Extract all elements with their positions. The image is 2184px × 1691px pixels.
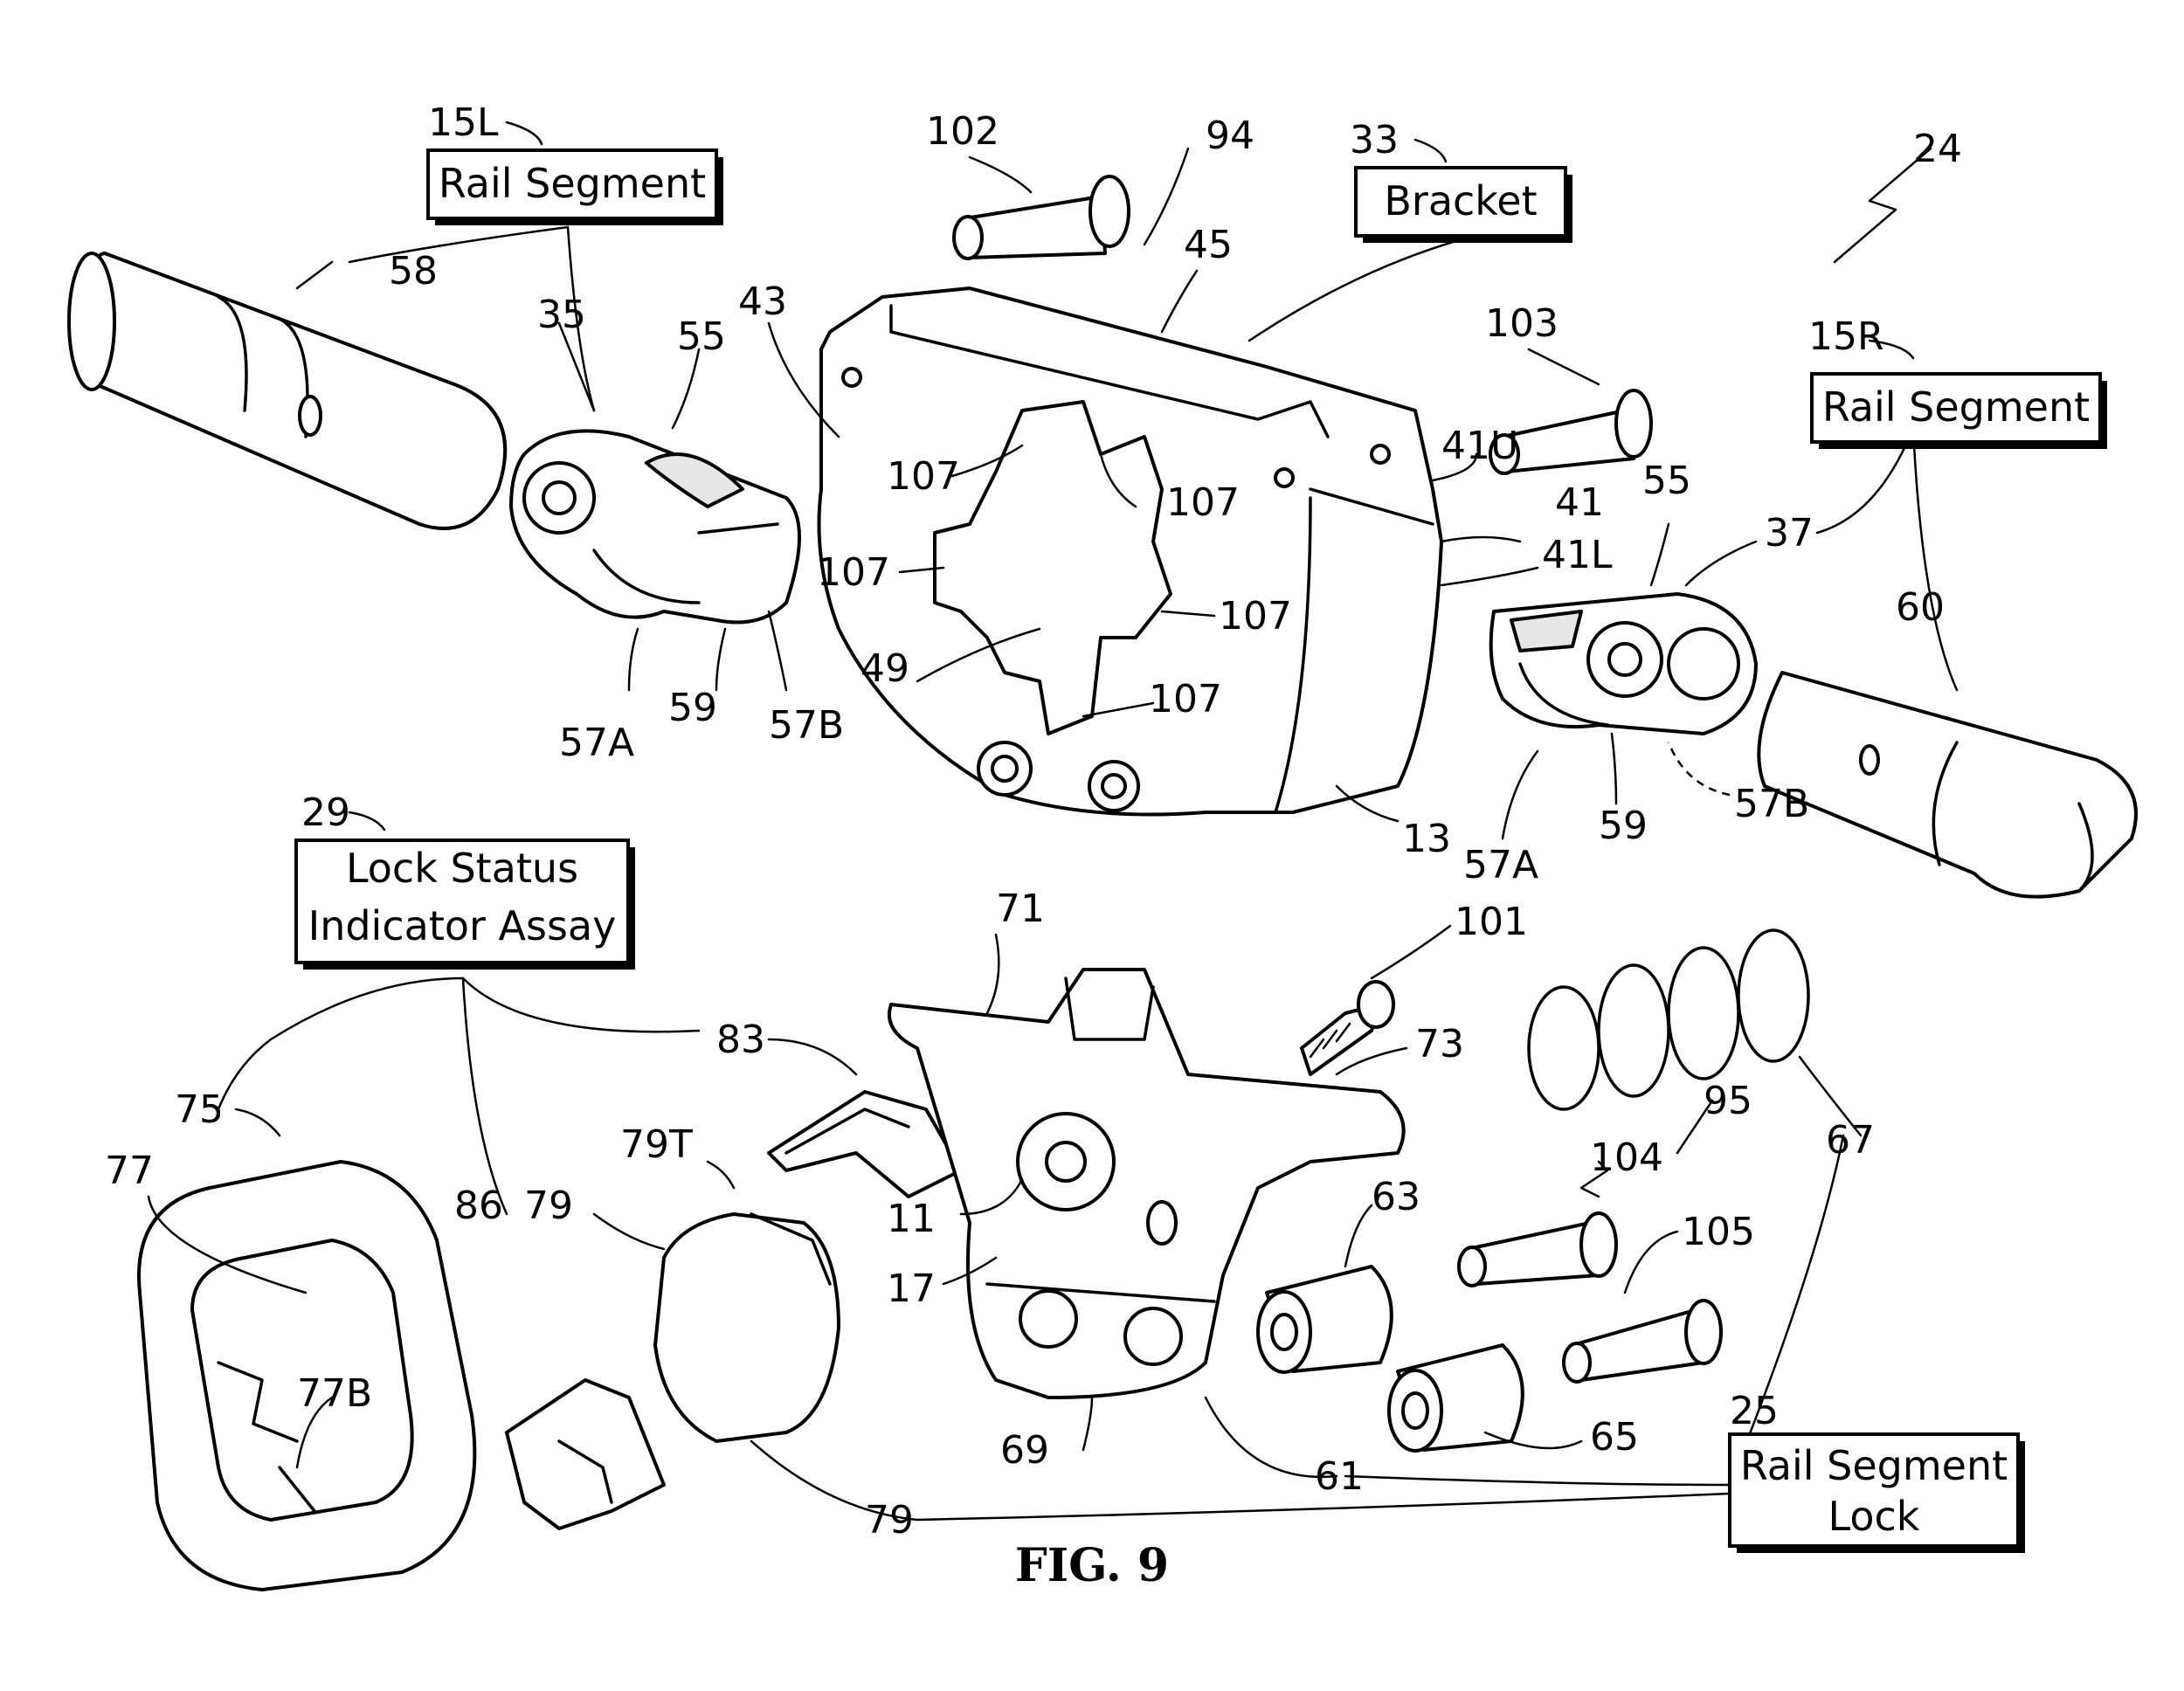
ref-61: 61 (1315, 1454, 1364, 1499)
ref-37: 37 (1765, 511, 1814, 556)
bracket-part (817, 286, 1443, 817)
boxed-label-bracket: Bracket (1354, 166, 1572, 243)
ref-75: 75 (175, 1087, 224, 1132)
ref-55b: 55 (1642, 459, 1691, 503)
ref-11: 11 (887, 1197, 936, 1241)
ref-60: 60 (1896, 585, 1945, 630)
svg-text:Rail Segment: Rail Segment (439, 160, 706, 207)
ref-94: 94 (1206, 114, 1254, 158)
ref-107e: 107 (1149, 677, 1222, 721)
ref-43: 43 (738, 280, 787, 324)
ref-25: 25 (1730, 1389, 1779, 1433)
ref-102: 102 (926, 109, 999, 154)
ref-77: 77 (105, 1149, 154, 1193)
ref-57Aa: 57A (559, 721, 634, 765)
ref-77B: 77B (297, 1371, 372, 1416)
lock-body-61 (888, 968, 1406, 1399)
svg-text:Rail Segment: Rail Segment (1822, 383, 2090, 431)
ref-73: 73 (1415, 1022, 1464, 1066)
ref-69: 69 (1000, 1428, 1049, 1473)
ref-103: 103 (1485, 301, 1559, 346)
left-rail-tube (67, 252, 508, 530)
ref-41U: 41U (1441, 424, 1518, 468)
svg-text:Bracket: Bracket (1384, 177, 1537, 224)
ref-24: 24 (1913, 127, 1962, 171)
ref-86: 86 (454, 1184, 503, 1228)
ref-65: 65 (1590, 1415, 1639, 1460)
boxed-label-rail-segment-left: Rail Segment (426, 148, 723, 225)
svg-text:Indicator Assay: Indicator Assay (308, 902, 617, 949)
cap-79 (653, 1212, 840, 1443)
svg-text:Lock Status: Lock Status (346, 845, 578, 892)
ref-107d: 107 (1219, 594, 1292, 638)
ref-79T: 79T (620, 1122, 693, 1167)
ref-29: 29 (301, 790, 350, 835)
ref-57Bb: 57B (1734, 782, 1809, 826)
ref-58: 58 (389, 249, 438, 293)
right-rail-tube (1757, 671, 2138, 899)
insert-86 (505, 1378, 666, 1530)
pin-104 (1457, 1211, 1618, 1287)
ref-57Ba: 57B (769, 703, 844, 748)
ref-41: 41 (1555, 480, 1604, 525)
ref-79b: 79 (865, 1498, 914, 1543)
svg-text:Lock: Lock (1828, 1493, 1920, 1540)
ref-59b: 59 (1599, 804, 1648, 848)
pin-102 (952, 175, 1130, 260)
ref-35: 35 (537, 293, 586, 337)
ref-107a: 107 (887, 454, 960, 499)
ref-63: 63 (1372, 1175, 1420, 1219)
pin-105 (1562, 1299, 1723, 1384)
ref-107c: 107 (817, 550, 890, 595)
ref-71: 71 (996, 887, 1045, 931)
ref-104: 104 (1590, 1135, 1663, 1180)
ref-83: 83 (716, 1018, 765, 1062)
ref-15L: 15L (428, 100, 499, 145)
ref-17: 17 (887, 1267, 936, 1311)
leader-lines (147, 121, 1959, 1522)
screw-101 (1300, 980, 1395, 1076)
reference-numerals: 15L 102 94 33 24 58 35 55 43 45 103 15R … (105, 100, 1962, 1543)
ref-67: 67 (1826, 1118, 1875, 1163)
ref-41L: 41L (1542, 533, 1613, 577)
left-rocker (509, 429, 801, 625)
clip-83 (767, 1090, 963, 1198)
bushing-63 (1256, 1265, 1393, 1374)
ref-15R: 15R (1808, 314, 1884, 359)
ref-49: 49 (860, 646, 909, 691)
figure-caption: FIG. 9 (1015, 1539, 1169, 1592)
boxed-label-rail-segment-right: Rail Segment (1810, 372, 2107, 449)
ref-59a: 59 (668, 686, 717, 730)
right-rocker (1489, 592, 1758, 735)
spring-67 (1527, 928, 1810, 1111)
ref-45: 45 (1184, 223, 1233, 267)
ref-33: 33 (1350, 118, 1399, 162)
ref-95: 95 (1704, 1079, 1752, 1123)
bushing-65 (1387, 1343, 1524, 1453)
svg-text:Rail Segment: Rail Segment (1740, 1442, 2008, 1489)
boxed-label-rail-segment-lock: Rail Segment Lock (1728, 1432, 2025, 1553)
ref-55a: 55 (677, 314, 726, 359)
ref-107b: 107 (1166, 480, 1240, 525)
ref-13: 13 (1402, 817, 1451, 861)
boxed-label-lock-status: Lock Status Indicator Assay (294, 839, 635, 970)
ring-75 (137, 1160, 477, 1591)
ref-101: 101 (1455, 900, 1528, 944)
ref-79a: 79 (524, 1184, 573, 1228)
ref-57Ab: 57A (1463, 843, 1538, 887)
pin-103 (1489, 389, 1653, 475)
ref-105: 105 (1682, 1210, 1755, 1254)
